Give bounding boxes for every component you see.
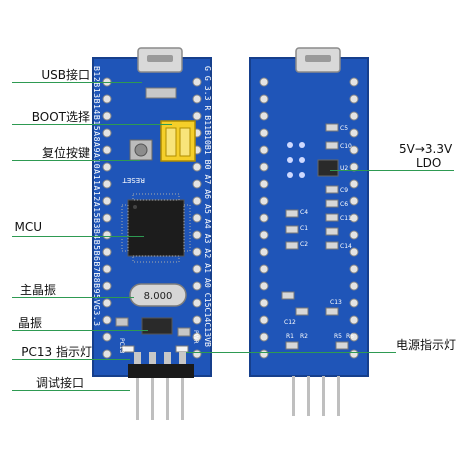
back-left-pin-column xyxy=(259,77,269,359)
via xyxy=(287,172,293,178)
callout-line-mcu xyxy=(12,236,144,237)
back-header-pin xyxy=(292,376,295,416)
back-silk-c1: C1 xyxy=(300,225,308,232)
debug-header xyxy=(128,352,194,420)
via xyxy=(287,142,293,148)
back-silk-c10: C10 xyxy=(340,143,352,150)
back-silk-c2: C2 xyxy=(300,241,308,248)
callout-power-led: 电源指示灯 xyxy=(396,338,457,352)
smd-part xyxy=(325,241,339,250)
callout-crystal: 晶振 xyxy=(17,316,42,330)
back-silk-c6: C6 xyxy=(340,201,348,208)
back-silk-r2: R2 xyxy=(300,333,308,340)
back-usb-slot xyxy=(305,55,331,62)
boot1-jumper xyxy=(179,127,191,157)
smd-part xyxy=(295,307,309,316)
smd-part xyxy=(325,213,339,222)
smd-part xyxy=(285,241,299,250)
smd-part xyxy=(281,291,295,300)
pc13-silk: PC13 xyxy=(118,338,125,354)
callout-line-pc13 xyxy=(12,359,130,360)
crystal-value: 8.000 xyxy=(144,291,173,302)
back-silk-c13: C13 xyxy=(330,299,342,306)
front-right-pin-labels: G G 3.3 R B11B10B1 B0 A7 A6 A5 A4 A3 A2 … xyxy=(203,66,213,347)
smd-part xyxy=(285,209,299,218)
callout-mcu: MCU xyxy=(14,220,42,234)
mcu-chip xyxy=(121,193,191,263)
callout-ldo-line1: 5V→3.3V xyxy=(399,142,453,156)
smd-part xyxy=(335,341,349,350)
smd-part xyxy=(325,227,339,236)
back-header-pin xyxy=(322,376,325,416)
back-silk-r1: R1 xyxy=(286,333,294,340)
via xyxy=(299,157,305,163)
reset-label: RESET xyxy=(122,176,145,184)
callout-usb: USB接口 xyxy=(41,68,90,82)
board-back: C5 C10 C9 C6 U2 C11 C12 C13 C14 R1 R2 R5… xyxy=(249,47,369,416)
callout-line-power-led xyxy=(186,352,396,353)
back-silk-c9: C9 xyxy=(340,187,348,194)
callout-boot: BOOT选择 xyxy=(31,110,90,124)
back-silk-r6: R6 xyxy=(346,333,354,340)
pc13-led xyxy=(121,345,135,353)
back-silk-r5: R5 xyxy=(334,333,342,340)
board-front: B12B13B14B15A8A9A10A11A12A15B3B4B5B6B7B8… xyxy=(92,47,213,420)
callout-pc13: PC13 指示灯 xyxy=(21,345,92,359)
back-silk-c12: C12 xyxy=(284,319,296,326)
callout-line-debug xyxy=(12,390,130,391)
reset-button-cap xyxy=(134,143,148,157)
via xyxy=(299,142,305,148)
boot0-jumper xyxy=(165,127,177,157)
front-left-pin-labels: B12B13B14B15A8A9A10A11A12A15B3B4B5B6B7B8… xyxy=(92,66,102,327)
callout-line-crystal-main xyxy=(12,297,134,298)
smd-part xyxy=(325,199,339,208)
back-silk-c14: C14 xyxy=(340,243,352,250)
callout-line-reset xyxy=(12,160,140,161)
smd-part xyxy=(325,141,339,150)
smd-part xyxy=(325,123,339,132)
callout-reset: 复位按键 xyxy=(41,146,90,160)
back-header-pin xyxy=(307,376,310,416)
callout-line-crystal xyxy=(12,330,148,331)
callout-crystal-main: 主晶振 xyxy=(19,283,56,297)
back-silk-c11: C11 xyxy=(340,215,352,222)
callout-line-boot xyxy=(12,124,172,125)
back-silk-c4: C4 xyxy=(300,209,308,216)
via xyxy=(287,157,293,163)
smd-part xyxy=(285,225,299,234)
pwr-silk: PWR xyxy=(192,330,199,344)
back-header-pin xyxy=(337,376,340,416)
usb-port-slot xyxy=(147,55,173,62)
smd-cap-b xyxy=(177,327,191,337)
smd-resistor-array xyxy=(145,87,177,99)
callout-ldo-line2: LDO xyxy=(416,156,442,170)
smd-part xyxy=(285,341,299,350)
ldo-regulator xyxy=(317,159,339,177)
back-silk-u2: U2 xyxy=(340,165,348,172)
back-right-pin-column xyxy=(349,77,359,359)
back-silk-c5: C5 xyxy=(340,125,348,132)
rtc-crystal xyxy=(141,317,173,335)
main-crystal: 8.000 xyxy=(129,283,187,307)
smd-part xyxy=(325,307,339,316)
callout-line-ldo xyxy=(330,170,454,171)
callout-debug: 调试接口 xyxy=(35,376,84,390)
smd-part xyxy=(325,185,339,194)
callout-line-usb xyxy=(12,82,142,83)
smd-cap-a xyxy=(115,317,129,327)
via xyxy=(299,172,305,178)
